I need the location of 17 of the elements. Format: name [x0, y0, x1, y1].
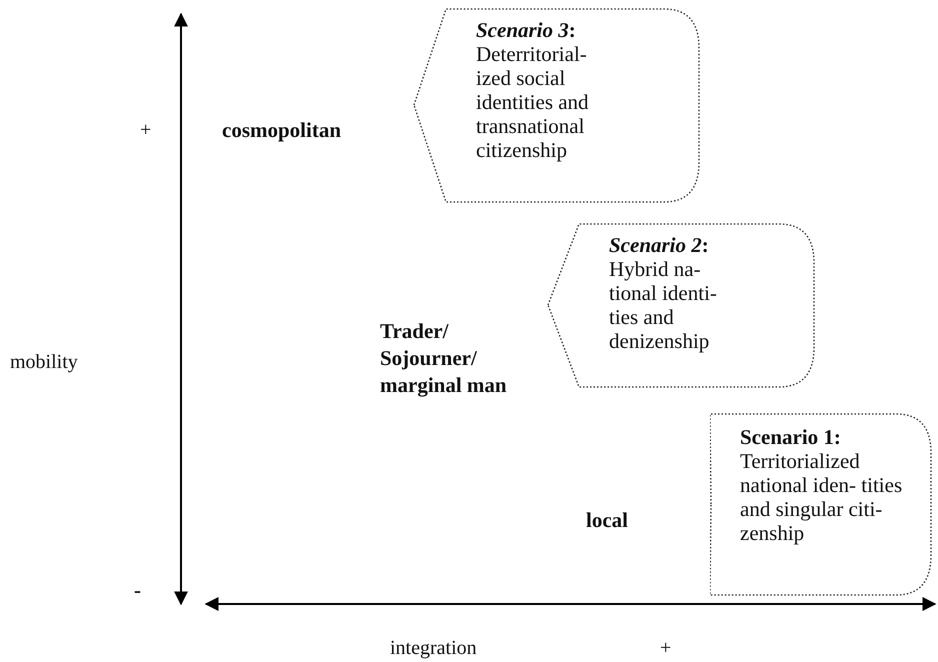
axis-title: integration: [390, 636, 477, 660]
axis-end-label: +: [660, 636, 672, 660]
callout-shape: [413, 8, 700, 203]
axis-end-label: -: [134, 578, 141, 602]
axis-end-label: +: [140, 118, 152, 142]
scenario-description: Deterritorial- ized social identities and transnational citizenship: [476, 42, 590, 162]
scenario-description: Hybrid na- tional identi- ties and denizenship: [609, 257, 718, 353]
scenario-heading: Scenario 2:: [609, 233, 709, 257]
scenario-heading: Scenario 3:: [476, 18, 576, 42]
callout-shape: [710, 413, 932, 596]
axis-title: mobility: [10, 350, 78, 374]
mobility-type-label: local: [586, 508, 628, 532]
mobility-type-label: cosmopolitan: [222, 118, 342, 142]
scenario-description: Territorialized national iden- tities and singular citi- zenship: [740, 449, 904, 545]
mobility-type-label: Trader/ Sojourner/ marginal man: [380, 318, 508, 399]
scenario-heading: Scenario 1:: [740, 425, 841, 449]
callout-shape: [547, 223, 815, 388]
